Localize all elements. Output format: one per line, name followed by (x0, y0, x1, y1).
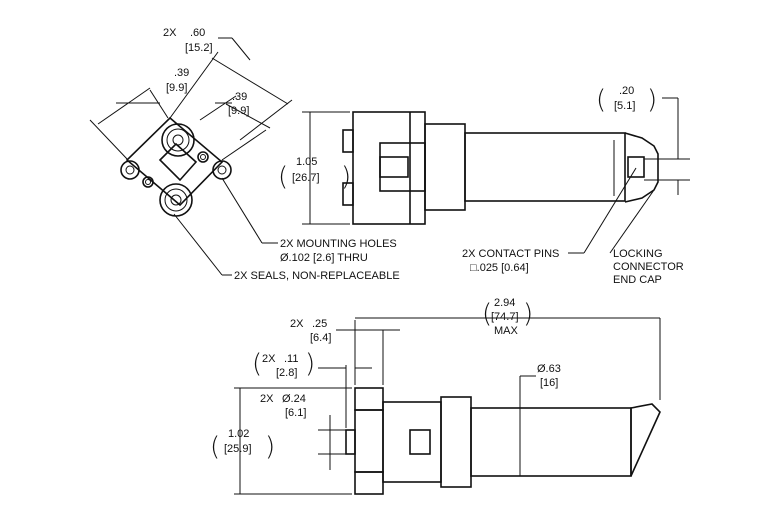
dim-pin-gap-inch: .20 (619, 85, 634, 97)
bottom-view-connector (345, 387, 661, 495)
note-mounting-holes-2: Ø.102 [2.6] THRU (280, 252, 368, 264)
dim-step-inch: .11 (284, 353, 298, 365)
svg-text:): ) (341, 162, 351, 192)
dim-top-width-mm: [15.2] (185, 42, 213, 54)
dim-step-mm: [2.8] (276, 367, 297, 379)
seal-lower (159, 183, 193, 217)
dim-body-dia-mm: [16] (540, 377, 558, 389)
svg-text:(: ( (210, 432, 220, 462)
dim-pin-gap-mm: [5.1] (614, 100, 635, 112)
svg-text:): ) (647, 85, 657, 115)
seal-upper (161, 123, 195, 157)
svg-text:(: ( (482, 299, 492, 329)
dim-top-right-mm: [9.9] (228, 105, 249, 117)
top-view-flange (120, 116, 232, 217)
dim-bottom-height-mm: [25.9] (224, 443, 252, 455)
dim-flange-qty: 2X (290, 318, 304, 330)
note-locking-cap-2: CONNECTOR (613, 261, 684, 273)
dim-top-left-inch: .39 (174, 67, 189, 79)
dim-top-width-qty: 2X (163, 27, 177, 39)
dim-pin-dia-mm: [6.1] (285, 407, 306, 419)
dim-flange-inch: .25 (312, 318, 327, 330)
note-seals: 2X SEALS, NON-REPLACEABLE (234, 270, 400, 282)
dim-top-width-inch: .60 (190, 27, 205, 39)
dim-side-height-inch: 1.05 (296, 156, 317, 168)
note-locking-cap-3: END CAP (613, 274, 662, 286)
dim-top-left-mm: [9.9] (166, 82, 187, 94)
dim-top-right-inch: .39 (232, 91, 247, 103)
dim-body-dia-inch: Ø.63 (537, 363, 561, 375)
note-mounting-holes-1: 2X MOUNTING HOLES (280, 238, 397, 250)
dim-length-mm: [74.7] (491, 311, 519, 323)
dim-length-inch: 2.94 (494, 297, 515, 309)
dim-side-height-mm: [26.7] (292, 172, 320, 184)
svg-text:): ) (305, 349, 315, 379)
svg-text:(: ( (252, 349, 262, 379)
dim-step-qty: 2X (262, 353, 276, 365)
note-contact-pins-1: 2X CONTACT PINS (462, 248, 559, 260)
top-view-dimensions (89, 37, 293, 161)
dim-length-note: MAX (494, 325, 519, 337)
side-view-connector (342, 111, 659, 225)
svg-text:): ) (265, 432, 275, 462)
dim-bottom-height-inch: 1.02 (228, 428, 249, 440)
dim-pin-dia-inch: Ø.24 (282, 393, 306, 405)
dim-flange-mm: [6.4] (310, 332, 331, 344)
svg-text:): ) (523, 299, 533, 329)
svg-text:(: ( (596, 85, 606, 115)
note-contact-pins-2: □.025 [0.64] (470, 262, 529, 274)
svg-text:(: ( (278, 162, 288, 192)
note-locking-cap-1: LOCKING (613, 248, 663, 260)
dim-pin-dia-qty: 2X (260, 393, 274, 405)
